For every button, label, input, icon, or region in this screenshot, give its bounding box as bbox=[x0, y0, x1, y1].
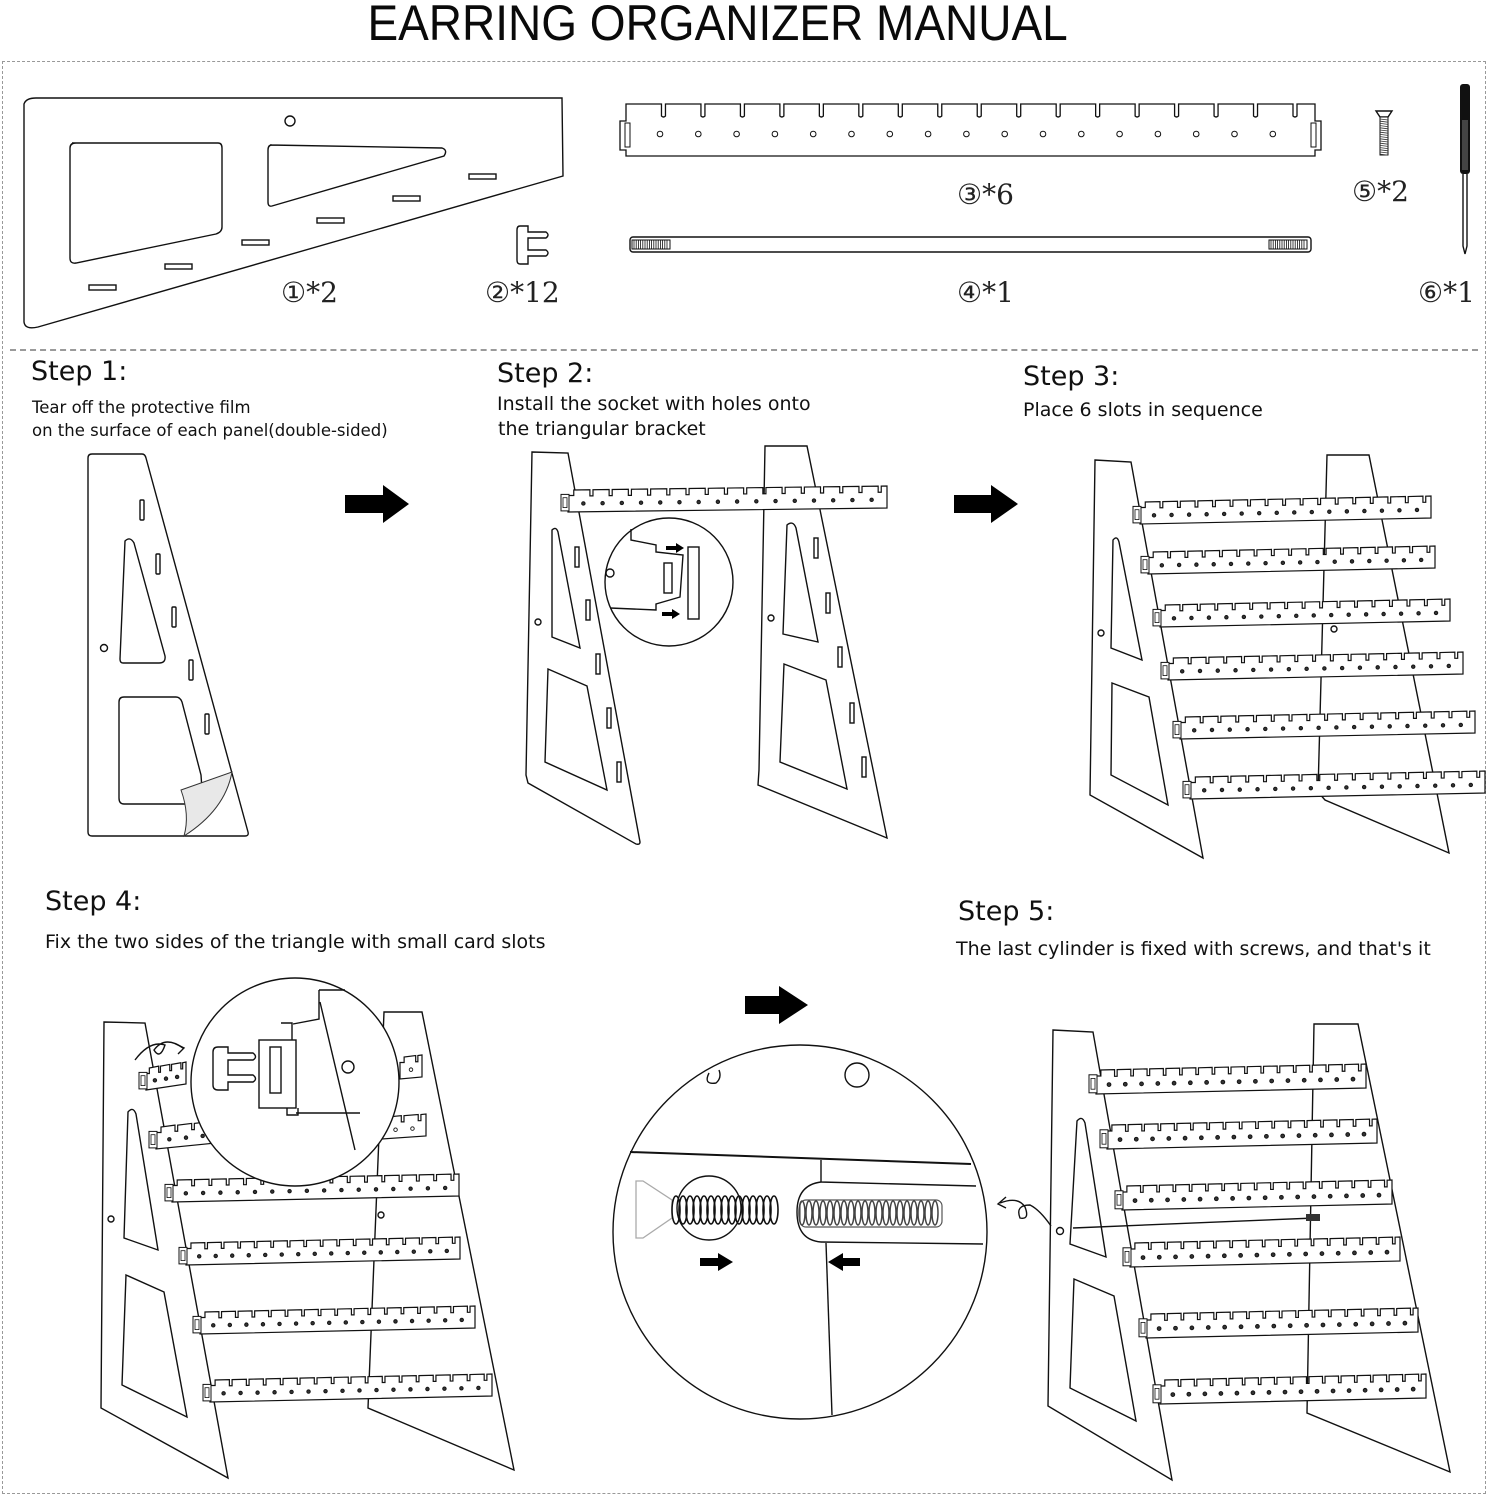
step-4-slot-bars bbox=[138, 1054, 493, 1403]
part-6-label: ⑥*1 bbox=[1418, 276, 1475, 309]
part-1-panel-drawing bbox=[23, 97, 564, 329]
section-divider bbox=[10, 349, 1478, 351]
step-2-desc-line-2: the triangular bracket bbox=[498, 418, 706, 440]
part-5-screw bbox=[1374, 110, 1394, 156]
part-2-label: ②*12 bbox=[485, 276, 560, 309]
slot-bar bbox=[1152, 598, 1451, 628]
slot-bar bbox=[1132, 495, 1432, 525]
step-3-slot-bars bbox=[1132, 495, 1486, 800]
slot-bar bbox=[138, 1061, 187, 1091]
slot-bar bbox=[202, 1373, 493, 1403]
next-step-arrow-icon bbox=[954, 485, 1018, 523]
slot-bar bbox=[1152, 1373, 1427, 1405]
slot-bar bbox=[164, 1173, 460, 1203]
step-4-detail-magnifier bbox=[190, 977, 400, 1187]
part-3-slot-bar bbox=[619, 103, 1322, 157]
part-3-label: ③*6 bbox=[957, 178, 1014, 211]
slot-bar bbox=[1182, 770, 1486, 800]
step-3-title: Step 3: bbox=[1023, 361, 1120, 392]
next-step-arrow-icon bbox=[345, 485, 409, 523]
step-2-detail-magnifier bbox=[604, 517, 734, 647]
manual-title: EARRING ORGANIZER MANUAL bbox=[367, 0, 1068, 51]
part-4-cylinder bbox=[629, 236, 1312, 253]
step-3-desc-line-1: Place 6 slots in sequence bbox=[1023, 399, 1263, 421]
part-4-label: ④*1 bbox=[957, 276, 1014, 309]
curved-arrow-icon bbox=[134, 1041, 184, 1061]
step-5-slot-bars bbox=[1088, 1063, 1427, 1405]
step-1-desc-line-1: Tear off the protective film bbox=[32, 398, 251, 417]
part-1-label: ①*2 bbox=[281, 276, 338, 309]
step-2-title: Step 2: bbox=[497, 358, 594, 389]
step-2-desc-line-1: Install the socket with holes onto bbox=[497, 393, 811, 415]
slot-bar bbox=[1122, 1236, 1401, 1268]
slot-bar bbox=[1088, 1063, 1367, 1095]
step-4-desc-line-1: Fix the two sides of the triangle with s… bbox=[45, 931, 546, 953]
slot-bar bbox=[399, 1054, 423, 1080]
step-1-desc-line-2: on the surface of each panel(double-side… bbox=[32, 421, 388, 440]
slot-bar bbox=[1138, 1307, 1419, 1339]
step-4-title: Step 4: bbox=[45, 886, 142, 917]
slot-bar bbox=[178, 1236, 461, 1266]
part-6-screwdriver bbox=[1460, 84, 1470, 255]
slot-bar bbox=[192, 1305, 476, 1335]
step-5-desc-line-1: The last cylinder is fixed with screws, … bbox=[956, 938, 1431, 960]
step-1-title: Step 1: bbox=[31, 356, 128, 387]
step-5-title: Step 5: bbox=[958, 896, 1055, 927]
slot-bar bbox=[1172, 710, 1476, 740]
part-5-label: ⑤*2 bbox=[1352, 175, 1409, 208]
peeling-film-icon bbox=[180, 771, 233, 838]
step-5-detail-magnifier bbox=[612, 1044, 988, 1420]
slot-bar bbox=[560, 485, 888, 513]
slot-bar bbox=[1114, 1179, 1393, 1211]
curved-arrow-icon bbox=[999, 1199, 1052, 1227]
slot-bar bbox=[1099, 1118, 1378, 1150]
next-step-arrow-icon bbox=[745, 986, 808, 1024]
parts-right-drawing bbox=[619, 84, 1470, 255]
slot-bar bbox=[1140, 545, 1436, 575]
slot-bar bbox=[1160, 651, 1464, 681]
step-2-slot-bar bbox=[560, 485, 888, 513]
